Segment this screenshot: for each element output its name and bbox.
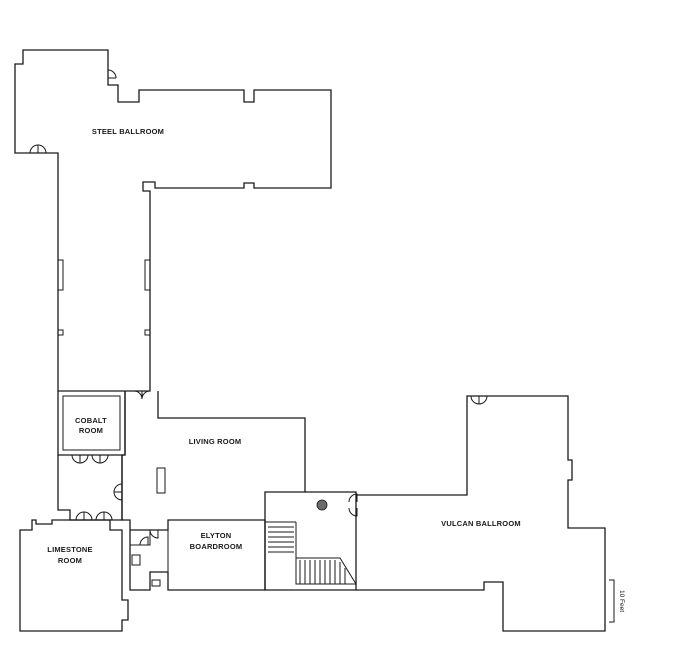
- vestibule: [57, 454, 123, 521]
- limestone-room[interactable]: LIMESTONE ROOM: [19, 519, 129, 632]
- elyton-boardroom-label-line2: BOARDROOM: [190, 542, 243, 551]
- cobalt-room[interactable]: COBALT ROOM: [57, 390, 151, 456]
- cobalt-room-label-line1: COBALT: [75, 416, 107, 425]
- elyton-boardroom-label-line1: ELYTON: [201, 531, 232, 540]
- location-marker-icon: [316, 499, 328, 511]
- limestone-room-label-line1: LIMESTONE: [47, 545, 92, 554]
- living-room-label: LIVING ROOM: [189, 437, 242, 446]
- door-swing-icon: [107, 69, 117, 79]
- vulcan-ballroom[interactable]: VULCAN BALLROOM: [356, 395, 606, 632]
- vulcan-ballroom-label: VULCAN BALLROOM: [441, 519, 521, 528]
- elyton-boardroom[interactable]: ELYTON BOARDROOM: [129, 520, 266, 591]
- scale-label: 10 Feet: [618, 590, 625, 612]
- living-room[interactable]: LIVING ROOM: [121, 391, 306, 531]
- limestone-room-label-line2: ROOM: [58, 556, 82, 565]
- staircase: [264, 520, 357, 591]
- steel-ballroom-area[interactable]: STEEL BALLROOM: [14, 49, 332, 392]
- connector-hall: [305, 491, 358, 585]
- scale-bar: 10 Feet: [609, 579, 625, 623]
- door-swing-icon: [29, 144, 39, 154]
- steel-ballroom-label: STEEL BALLROOM: [92, 127, 164, 136]
- cobalt-room-label-line2: ROOM: [79, 426, 103, 435]
- fireplace: [156, 467, 166, 494]
